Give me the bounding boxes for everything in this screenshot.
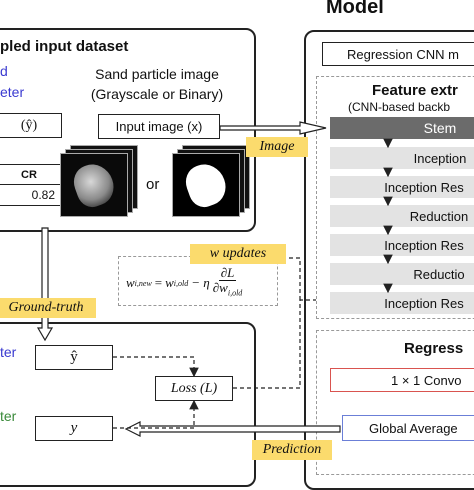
sand-title: Sand particle image bbox=[95, 66, 219, 82]
layer-inception-res-2-label: Inception Res bbox=[384, 237, 464, 253]
dataset-left-label-2: eter bbox=[0, 84, 25, 100]
gap-label: Global Average bbox=[369, 420, 458, 436]
conv-box: 1 × 1 Convo bbox=[330, 368, 474, 392]
rule-den-sub: i,old bbox=[227, 288, 243, 298]
binary-image-stack bbox=[172, 145, 252, 217]
cr-value: 0.82 bbox=[31, 188, 55, 202]
rule-lhs-sub: i,new bbox=[134, 278, 152, 288]
connector-layer bbox=[36, 121, 393, 437]
y-hat-header-box: (ŷ) bbox=[0, 113, 62, 138]
rule-w: w bbox=[165, 275, 174, 290]
rule-lhs: w bbox=[126, 275, 135, 290]
layer-inception-res-3-label: Inception Res bbox=[384, 295, 464, 311]
image-arrow bbox=[219, 121, 327, 135]
input-image-label: Input image (x) bbox=[115, 119, 203, 134]
rule-w-sub: i,old bbox=[173, 278, 189, 288]
model-title: Model bbox=[326, 0, 384, 18]
gap-box: Global Average bbox=[342, 415, 474, 441]
y-hat-header: (ŷ) bbox=[20, 117, 38, 133]
prediction-arrow bbox=[124, 421, 341, 437]
regression-cnn-label: Regression CNN m bbox=[347, 46, 459, 62]
ground-truth-arrow bbox=[36, 227, 54, 342]
layer-reduction-2: Reductio bbox=[330, 263, 474, 285]
layer-reduction-1-label: Reduction bbox=[409, 208, 469, 224]
loss-dashed-lines bbox=[113, 356, 199, 429]
loss-box: Loss (L) bbox=[155, 376, 233, 401]
or-text: or bbox=[146, 176, 160, 193]
rule-minus-eta: − η bbox=[191, 275, 210, 290]
layer-reduction-1: Reduction bbox=[330, 205, 474, 227]
loss-to-model-line bbox=[233, 299, 316, 389]
layer-inception-res-3: Inception Res bbox=[330, 292, 474, 314]
prediction-tag: Prediction bbox=[252, 440, 332, 460]
loss-left-label-2: ter bbox=[0, 408, 17, 424]
regression-title: Regress bbox=[404, 340, 464, 357]
loss-left-label-1: ter bbox=[0, 344, 17, 360]
layer-reduction-2-label: Reductio bbox=[413, 266, 465, 282]
sand-subtitle: (Grayscale or Binary) bbox=[90, 86, 224, 102]
y-hat-box: ŷ bbox=[35, 345, 113, 370]
y-hat-label: ŷ bbox=[70, 349, 78, 365]
dataset-title: pled input dataset bbox=[0, 38, 129, 55]
ground-truth-tag: Ground-truth bbox=[0, 298, 96, 318]
rule-eq: = bbox=[154, 275, 163, 290]
rule-num: ∂L bbox=[218, 264, 237, 281]
feature-title: Feature extr bbox=[372, 82, 458, 99]
conv-label: 1 × 1 Convo bbox=[391, 372, 462, 388]
layer-inception: Inception bbox=[330, 147, 474, 169]
image-tag: Image bbox=[246, 137, 308, 157]
w-updates-tag: w updates bbox=[190, 244, 286, 264]
input-image-box: Input image (x) bbox=[98, 114, 220, 139]
y-label: y bbox=[70, 420, 78, 436]
rule-den: ∂w bbox=[212, 279, 228, 295]
y-box: y bbox=[35, 416, 113, 441]
layer-stem-label: Stem bbox=[423, 120, 457, 136]
layer-inception-label: Inception bbox=[413, 150, 467, 166]
feature-subtitle: (CNN-based backb bbox=[348, 100, 451, 114]
cr-table: CR 0.82 bbox=[0, 164, 62, 206]
dataset-left-label-1: d bbox=[0, 63, 8, 79]
regression-cnn-box: Regression CNN m bbox=[322, 42, 474, 66]
w-update-line bbox=[282, 257, 301, 300]
layer-inception-res-1-label: Inception Res bbox=[384, 179, 464, 195]
layer-inception-res-1: Inception Res bbox=[330, 176, 474, 198]
loss-label: Loss (L) bbox=[170, 380, 218, 396]
rule-fraction: ∂L ∂wi,old bbox=[212, 264, 243, 301]
layer-inception-res-2: Inception Res bbox=[330, 234, 474, 256]
layer-stem: Stem bbox=[330, 117, 474, 139]
grayscale-image-stack bbox=[60, 145, 140, 217]
cr-header: CR bbox=[0, 165, 61, 185]
